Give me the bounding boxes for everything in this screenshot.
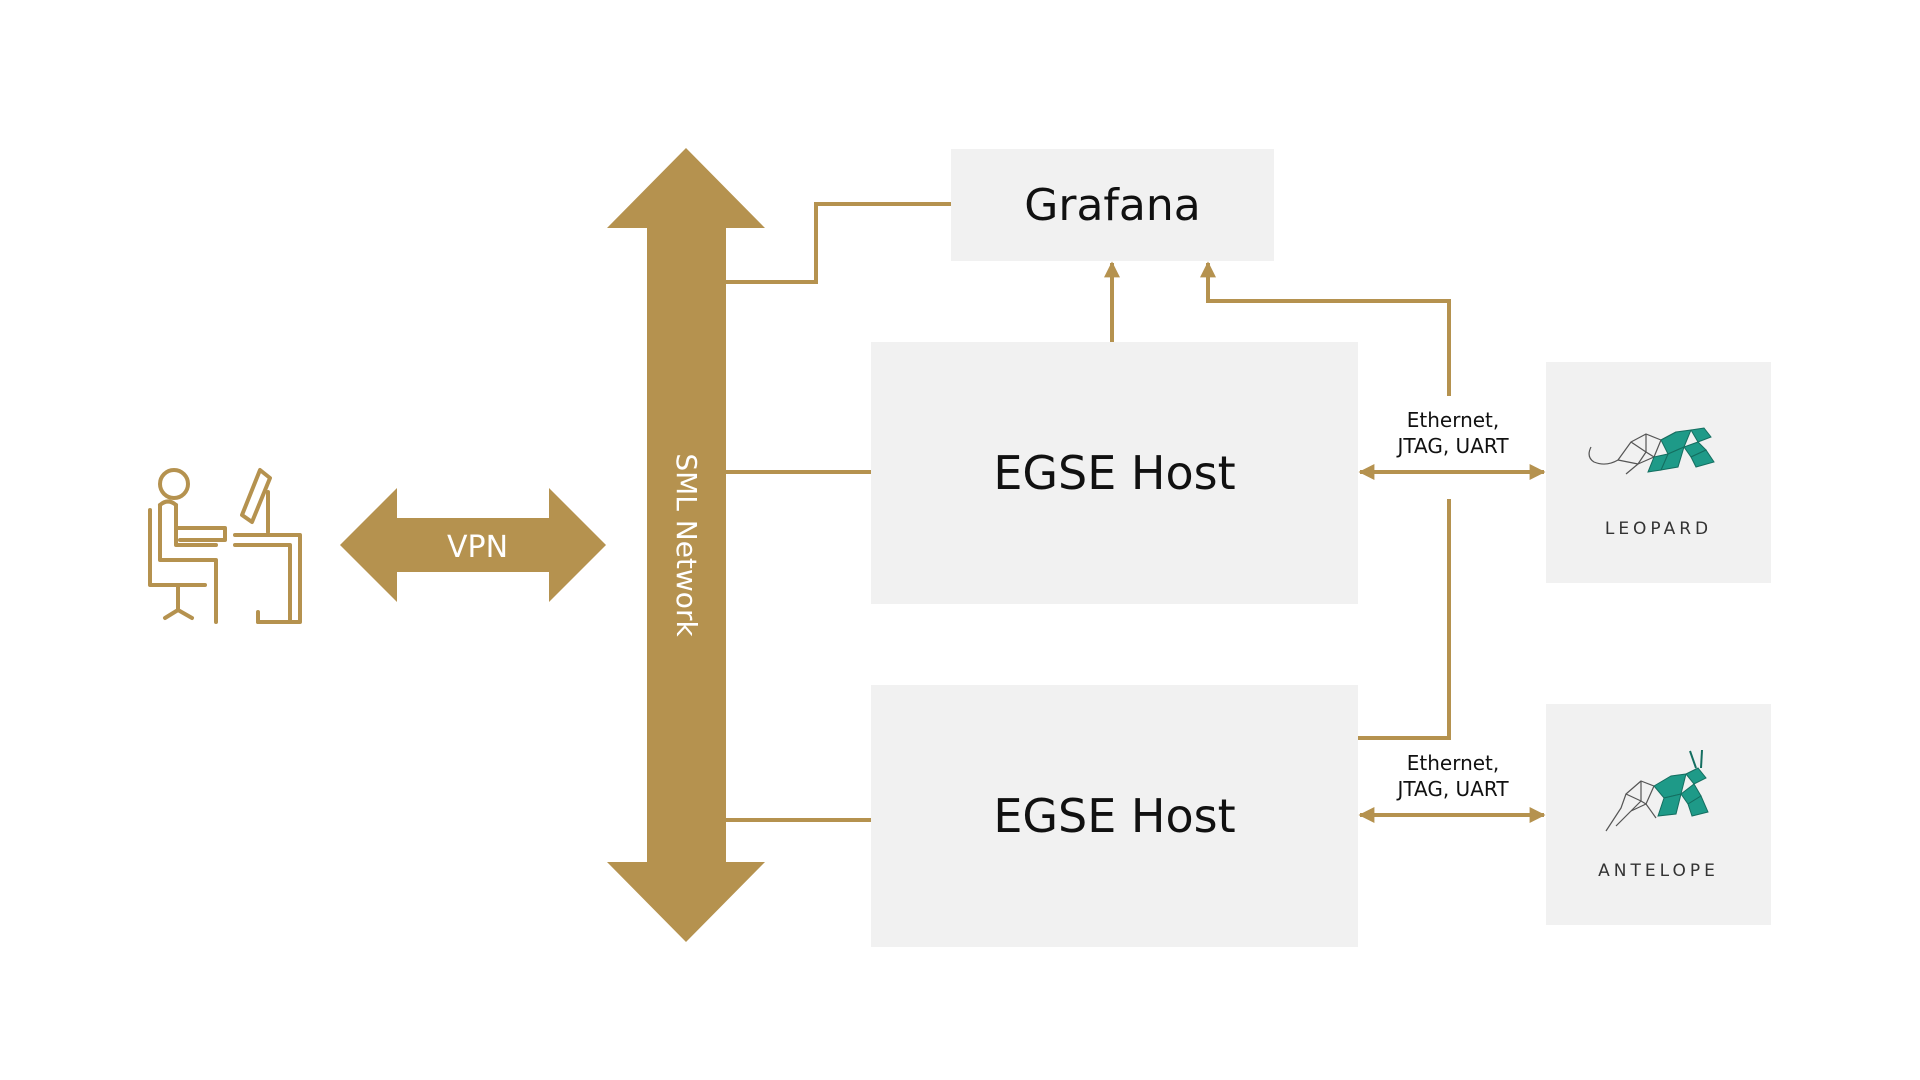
- connection-label-1-line1: Ethernet,: [1406, 408, 1500, 432]
- antelope-label: ANTELOPE: [1598, 861, 1719, 881]
- connection-label-2-line2: JTAG, UART: [1397, 777, 1509, 801]
- host2-to-grafana-link: [1358, 499, 1451, 740]
- vpn-arrow: [340, 488, 606, 602]
- leopard-label: LEOPARD: [1604, 519, 1713, 539]
- leopard-to-grafana-arrow: [1200, 261, 1451, 396]
- leopard-icon: [1588, 427, 1715, 475]
- grafana-box: Grafana: [951, 149, 1274, 261]
- connection-label-2-line1: Ethernet,: [1406, 751, 1500, 775]
- sml-network-arrow: [607, 148, 765, 942]
- antelope-device-box: ANTELOPE: [1546, 704, 1771, 925]
- antelope-icon: [1605, 749, 1709, 832]
- connection-label-2: Ethernet, JTAG, UART: [1353, 750, 1553, 802]
- egse-host-box-1: EGSE Host: [871, 342, 1358, 604]
- operator-at-workstation-icon: [148, 468, 302, 624]
- sml-network-label: SML Network: [670, 453, 703, 637]
- grafana-label: Grafana: [1024, 179, 1201, 231]
- leopard-device-box: LEOPARD: [1546, 362, 1771, 583]
- egse-host-box-2: EGSE Host: [871, 685, 1358, 947]
- vpn-label: VPN: [446, 530, 509, 565]
- network-to-grafana-line: [726, 202, 951, 284]
- egse-host-label-1: EGSE Host: [993, 446, 1236, 500]
- connection-label-1: Ethernet, JTAG, UART: [1353, 407, 1553, 459]
- egse-host-label-2: EGSE Host: [993, 789, 1236, 843]
- connection-label-1-line2: JTAG, UART: [1397, 434, 1509, 458]
